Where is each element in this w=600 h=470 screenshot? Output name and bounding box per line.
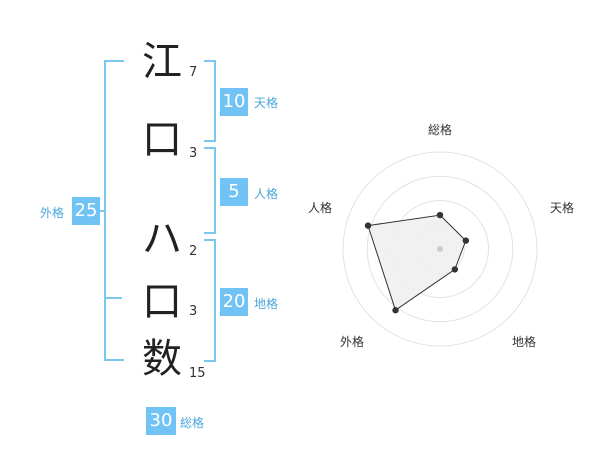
chikaku-label: 地格 — [254, 297, 279, 311]
soukaku-label: 総格 — [180, 416, 205, 430]
tenkaku-label: 天格 — [254, 96, 279, 110]
name-char-1: 江 — [142, 39, 182, 85]
tenkaku-value: 10 — [220, 88, 248, 116]
name-char-2: 口 — [142, 117, 182, 163]
chikaku-value: 20 — [220, 288, 248, 316]
radar-ring — [366, 175, 514, 323]
name-char-5: 数 — [142, 336, 182, 382]
radar-label-jinkaku: 人格 — [307, 201, 332, 215]
gaikaku-value: 25 — [72, 197, 100, 225]
name-char-4: 口 — [142, 279, 182, 325]
stroke-count-5: 15 — [189, 366, 206, 381]
gaikaku-label: 外格 — [40, 206, 65, 220]
name-char-3: ハ — [142, 216, 182, 262]
radar-label-soukaku: 総格 — [427, 123, 452, 137]
jinkaku-label: 人格 — [254, 187, 279, 201]
radar-point — [462, 237, 470, 244]
radar-ring — [342, 151, 538, 347]
stroke-count-2: 3 — [189, 146, 198, 161]
chikaku-bracket — [204, 239, 216, 362]
radar-label-gaikaku: 外格 — [339, 335, 364, 349]
radar-point — [451, 266, 459, 273]
stroke-count-4: 3 — [189, 304, 198, 319]
stroke-count-1: 7 — [189, 65, 198, 80]
radar-area — [367, 214, 467, 311]
stroke-count-3: 2 — [189, 244, 198, 259]
radar-point — [392, 307, 399, 314]
radar-center-dot — [437, 246, 443, 252]
radar-label-tenkaku: 天格 — [549, 201, 574, 215]
jinkaku-value: 5 — [220, 178, 248, 206]
gaikaku-bracket — [104, 60, 124, 361]
jinkaku-bracket — [204, 147, 216, 234]
tenkaku-bracket — [204, 60, 216, 142]
radar-point — [364, 222, 372, 229]
soukaku-value: 30 — [146, 407, 176, 435]
radar-label-chikaku: 地格 — [511, 335, 536, 349]
radar-point — [436, 211, 444, 219]
gaikaku-bracket-divider — [104, 297, 122, 299]
